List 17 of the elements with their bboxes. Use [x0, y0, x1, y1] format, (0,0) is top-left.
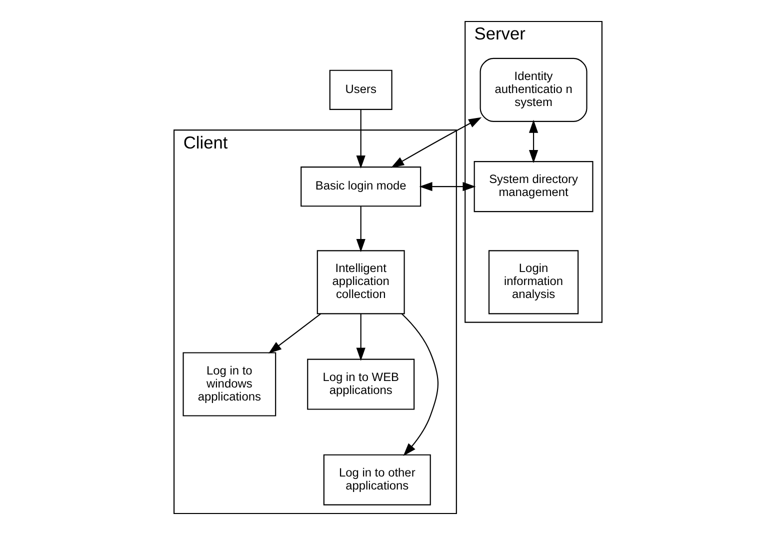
arrow	[528, 120, 538, 164]
arrow	[356, 314, 365, 361]
arrow	[356, 110, 365, 169]
arrow	[356, 206, 365, 252]
node-box: Log in to windows applications	[182, 352, 276, 416]
arrow	[418, 182, 476, 192]
arrow	[400, 313, 438, 456]
node-box: Log in to WEB applications	[306, 358, 414, 410]
node-box: Users	[328, 70, 392, 110]
arrow	[268, 313, 321, 354]
node-box: Identity authenticatio n system	[479, 58, 587, 122]
node-box: Basic login mode	[300, 166, 421, 207]
node-box: Login information analysis	[488, 250, 578, 314]
node-box: System directory management	[473, 161, 593, 212]
node-box: Intelligent application collection	[316, 250, 404, 314]
arrow	[390, 117, 482, 168]
node-box: Log in to other applications	[322, 454, 430, 506]
